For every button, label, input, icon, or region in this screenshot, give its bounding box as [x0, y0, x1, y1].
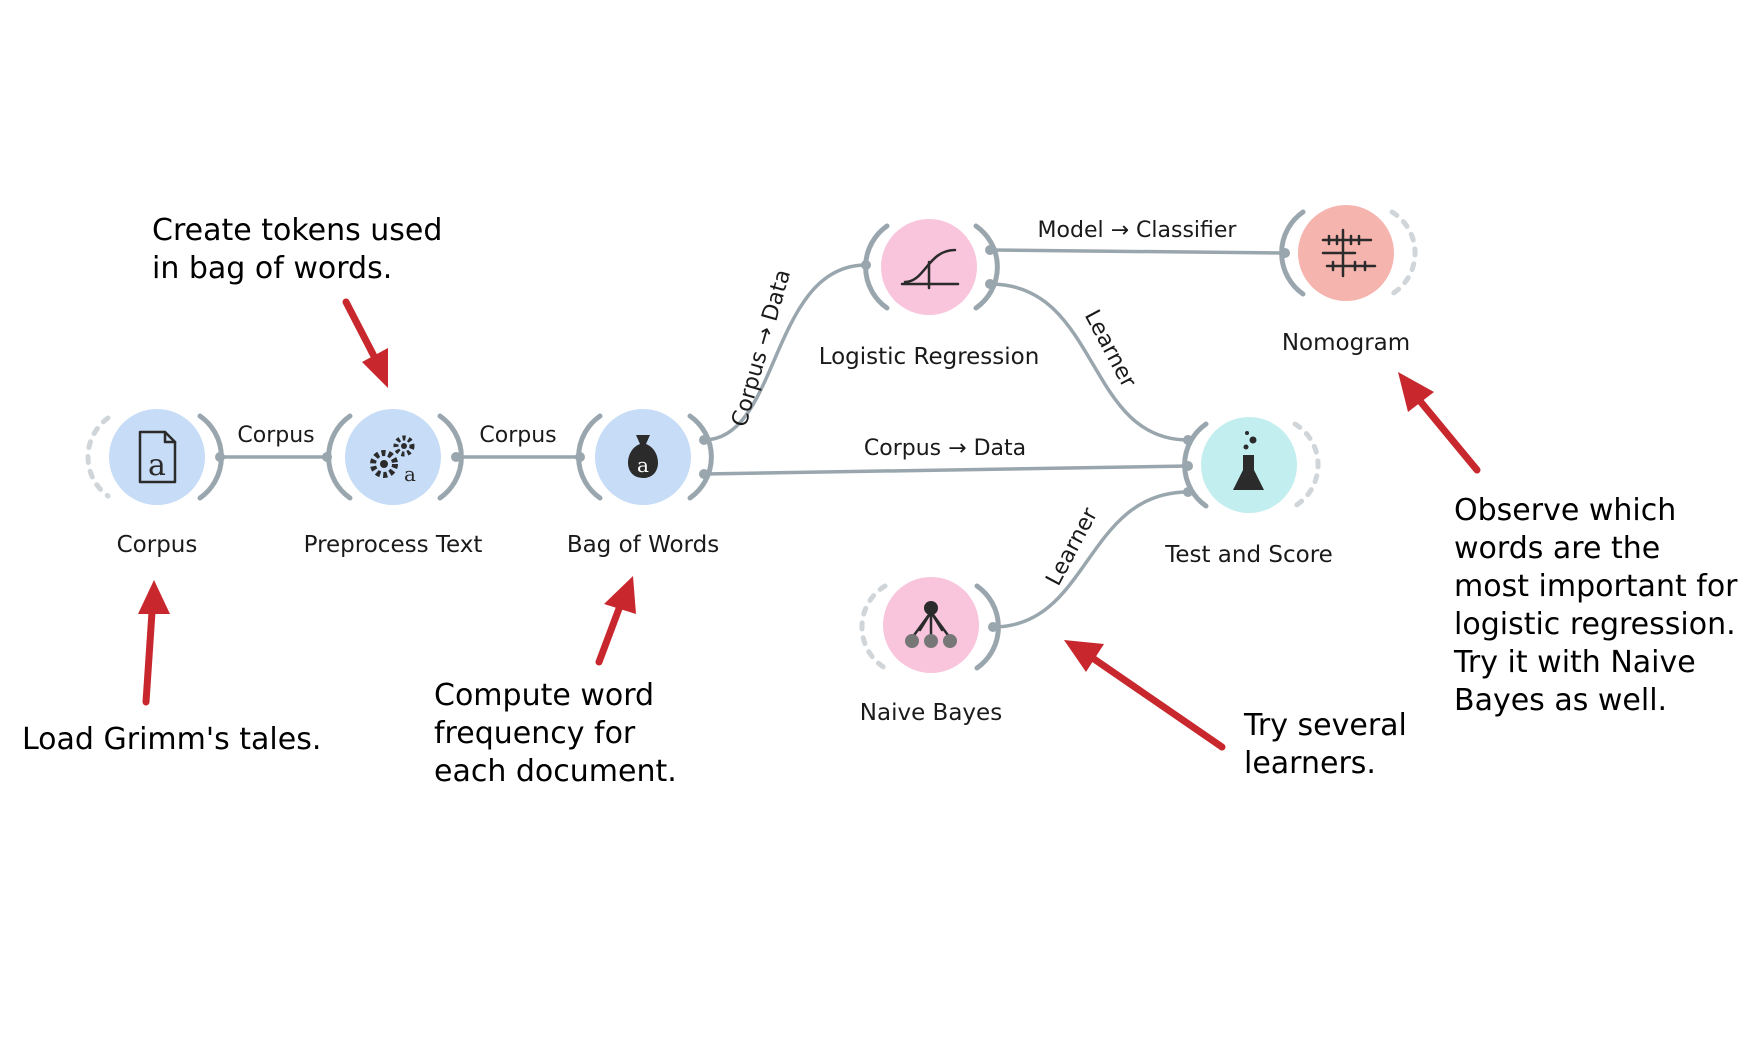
node-logreg[interactable]: Logistic Regression: [819, 219, 1040, 370]
link-bow-testscore[interactable]: [703, 464, 1189, 476]
link-label-naivebayes-testscore: Learner: [1041, 503, 1103, 590]
node-testscore[interactable]: Test and Score: [1164, 417, 1333, 568]
nomogram-icon: [1321, 228, 1377, 278]
node-naivebayes[interactable]: Naive Bayes: [859, 577, 1002, 726]
sigmoid-curve-icon: [900, 248, 960, 290]
arrow-tokens: [342, 298, 388, 388]
node-label-logreg: Logistic Regression: [819, 344, 1040, 370]
annotation-observe: Observe which words are the most importa…: [1453, 493, 1747, 718]
corpus-node-circle[interactable]: [109, 409, 205, 505]
gears-a-icon: a: [370, 435, 416, 486]
link-label-logreg-testscore: Learner: [1079, 306, 1141, 393]
flask-icon: [1233, 431, 1264, 490]
node-label-corpus: Corpus: [117, 532, 198, 558]
preprocess-node-circle[interactable]: [345, 409, 441, 505]
node-preprocess[interactable]: a Preprocess Text: [304, 409, 483, 558]
arrow-frequency: [595, 576, 636, 666]
link-naivebayes-testscore[interactable]: [992, 490, 1189, 629]
node-corpus[interactable]: a Corpus: [85, 409, 225, 558]
link-bow-logreg[interactable]: [703, 263, 867, 442]
link-label-bow-logreg: Corpus → Data: [727, 267, 796, 430]
link-label-bow-testscore: Corpus → Data: [864, 436, 1026, 461]
node-label-nomogram: Nomogram: [1282, 330, 1410, 356]
node-label-preprocess: Preprocess Text: [304, 532, 483, 558]
arrow-learners: [1064, 640, 1226, 751]
svg-text:a: a: [148, 448, 166, 483]
link-logreg-testscore[interactable]: [989, 282, 1189, 442]
node-label-bow: Bag of Words: [567, 532, 719, 558]
node-label-testscore: Test and Score: [1164, 542, 1333, 568]
money-bag-a-icon: a: [627, 435, 659, 478]
node-label-naivebayes: Naive Bayes: [860, 700, 1002, 726]
link-label-logreg-nomogram: Model → Classifier: [1038, 218, 1238, 243]
node-bow[interactable]: a Bag of Words: [567, 409, 719, 558]
svg-text:a: a: [637, 453, 649, 477]
svg-text:a: a: [404, 462, 416, 486]
link-logreg-nomogram[interactable]: [989, 248, 1286, 255]
annotation-grimm: Load Grimm's tales.: [22, 722, 321, 757]
link-label-corpus-preprocess: Corpus: [237, 423, 314, 448]
links: [220, 248, 1286, 629]
network-icon: [905, 601, 957, 648]
annotation-frequency: Compute word frequency for each document…: [434, 678, 677, 789]
node-nomogram[interactable]: Nomogram: [1279, 205, 1418, 356]
document-a-icon: a: [138, 430, 177, 484]
annotation-tokens: Create tokens used in bag of words.: [152, 213, 452, 286]
annotation-learners: Try several learners.: [1243, 708, 1416, 781]
link-label-preprocess-bow: Corpus: [479, 423, 556, 448]
arrow-grimm: [138, 580, 170, 706]
arrow-observe: [1398, 372, 1481, 474]
